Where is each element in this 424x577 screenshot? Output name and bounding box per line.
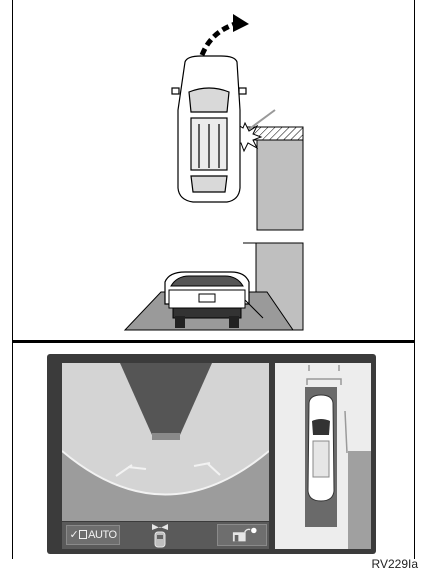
- front-camera-view: [62, 363, 269, 521]
- check-icon: ✓: [69, 529, 78, 541]
- vehicle-overhead-icon: [305, 387, 337, 527]
- turning-scene-illustration: [13, 0, 414, 340]
- figure-code: RV229Ia: [372, 557, 418, 571]
- turn-direction-arrow: [202, 14, 249, 55]
- square-icon: [79, 530, 87, 539]
- section-divider: [12, 340, 415, 343]
- auto-label: AUTO: [88, 529, 116, 541]
- auto-view-button[interactable]: ✓ AUTO: [66, 525, 120, 545]
- side-camera-view: [275, 363, 371, 549]
- view-switch-icon[interactable]: [151, 523, 169, 549]
- car-top-view: [172, 56, 246, 202]
- camera-icon[interactable]: [217, 524, 267, 546]
